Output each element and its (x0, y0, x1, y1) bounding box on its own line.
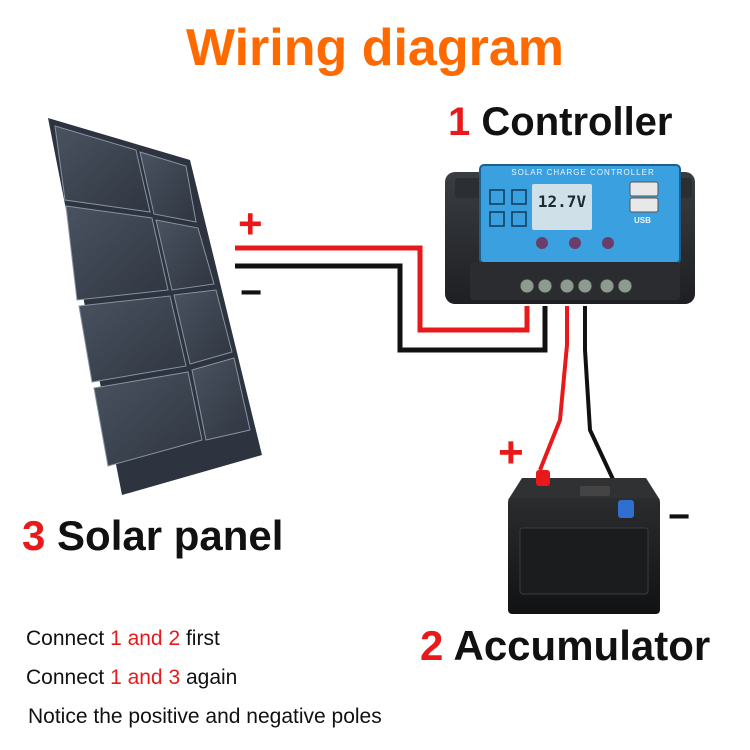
note-1-highlight: 1 and 2 (110, 627, 181, 650)
note-2-post: again (180, 666, 238, 689)
note-1-pre: Connect (26, 627, 111, 650)
accumulator-label: 2 Accumulator (420, 622, 710, 670)
solar-panel (48, 118, 262, 495)
solar-panel-number: 3 (22, 512, 46, 559)
battery-plus-sign: + (498, 428, 524, 477)
panel-plus-sign: + (238, 200, 263, 247)
accumulator-text: Accumulator (453, 622, 711, 669)
note-1-post: first (180, 627, 220, 650)
panel-minus-sign: − (240, 272, 263, 314)
battery-wires (538, 306, 627, 506)
controller-display: 12.7V (536, 192, 588, 211)
accumulator-number: 2 (420, 622, 444, 669)
controller-number: 1 (448, 100, 471, 144)
display-value: 12.7 (537, 192, 577, 211)
controller-text: Controller (481, 100, 673, 144)
solar-panel-text: Solar panel (57, 512, 284, 559)
solar-panel-label: 3 Solar panel (22, 512, 283, 560)
note-line-2: Connect 1 and 3 again (26, 666, 237, 690)
battery-minus-sign: − (668, 496, 691, 538)
display-unit: V (576, 192, 587, 211)
controller-label: 1 Controller (448, 100, 673, 145)
usb-label: USB (634, 216, 651, 225)
note-3-pre: Notice the positive and negative poles (28, 705, 382, 728)
page-title: Wiring diagram (185, 19, 564, 77)
note-2-highlight: 1 and 3 (110, 666, 181, 689)
note-line-3: Notice the positive and negative poles (28, 705, 382, 729)
controller-header: SOLAR CHARGE CONTROLLER (511, 168, 655, 177)
note-line-1: Connect 1 and 2 first (26, 627, 220, 651)
panel-wires (235, 245, 548, 353)
charge-controller (445, 164, 695, 304)
battery (508, 470, 660, 614)
note-2-pre: Connect (26, 666, 111, 689)
